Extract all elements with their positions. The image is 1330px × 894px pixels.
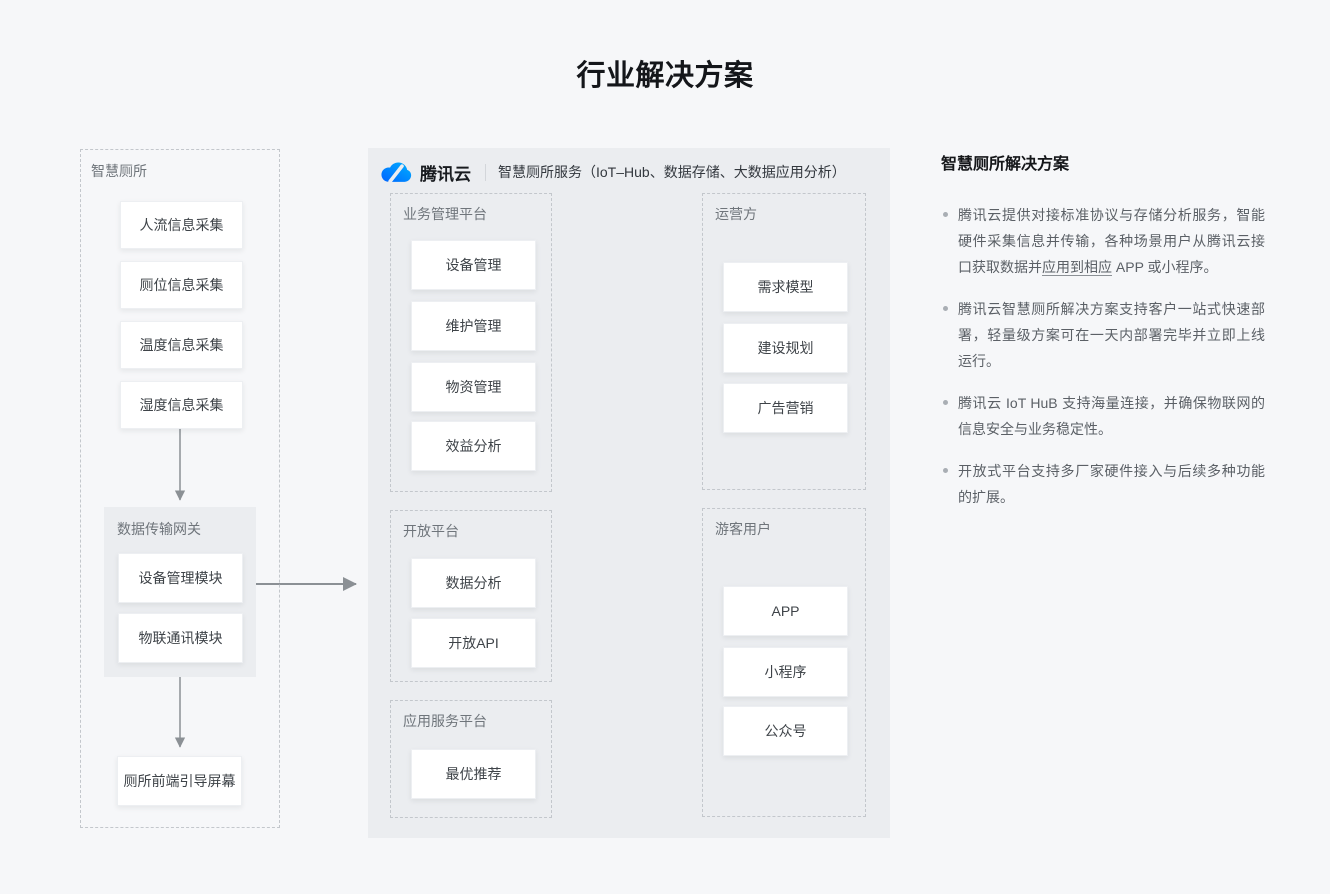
card-ad-marketing: 广告营销: [723, 383, 848, 433]
solution-bullet: 腾讯云智慧厕所解决方案支持客户一站式快速部署，轻量级方案可在一天内部署完毕并立即…: [941, 296, 1265, 374]
gateway-module-device-mgmt: 设备管理模块: [118, 553, 243, 603]
card-open-api: 开放API: [411, 618, 536, 668]
operator-group: 运营方 需求模型 建设规划 广告营销: [702, 193, 866, 490]
card-benefit-analysis: 效益分析: [411, 421, 536, 471]
data-gateway-box: 数据传输网关 设备管理模块 物联通讯模块: [104, 507, 256, 677]
bullet-icon: [943, 212, 948, 217]
bullet-icon: [943, 400, 948, 405]
card-official-account: 公众号: [723, 706, 848, 756]
brand-name: 腾讯云: [420, 164, 471, 184]
bullet-text-underlined: 应用到相应: [1042, 259, 1112, 275]
data-gateway-label: 数据传输网关: [117, 521, 201, 537]
solution-description: 智慧厕所解决方案 腾讯云提供对接标准协议与存储分析服务，智能硬件采集信息并传输，…: [941, 150, 1265, 526]
business-platform-group: 业务管理平台 设备管理 维护管理 物资管理 效益分析: [390, 193, 552, 492]
solution-bullet: 开放式平台支持多厂家硬件接入与后续多种功能的扩展。: [941, 458, 1265, 510]
smart-toilet-group: 智慧厕所 人流信息采集 厕位信息采集 温度信息采集 湿度信息采集 数据传输网关 …: [80, 149, 280, 828]
solution-bullet: 腾讯云 IoT HuB 支持海量连接，并确保物联网的信息安全与业务稳定性。: [941, 390, 1265, 442]
solution-bullet: 腾讯云提供对接标准协议与存储分析服务，智能硬件采集信息并传输，各种场景用户从腾讯…: [941, 202, 1265, 280]
bullet-text: 腾讯云提供对接标准协议与存储分析服务，智能硬件采集信息并传输，各种场景用户从腾讯…: [958, 207, 1265, 275]
card-maintenance-mgmt: 维护管理: [411, 301, 536, 351]
panel-header: 腾讯云 智慧厕所服务（IoT–Hub、数据存储、大数据应用分析）: [380, 158, 846, 186]
sensor-card-humidity: 湿度信息采集: [120, 381, 243, 429]
service-title: 智慧厕所服务（IoT–Hub、数据存储、大数据应用分析）: [498, 164, 846, 180]
solution-heading: 智慧厕所解决方案: [941, 156, 1070, 173]
visitor-group: 游客用户 APP 小程序 公众号: [702, 508, 866, 817]
operator-label: 运营方: [715, 206, 757, 222]
gateway-module-iot-comm: 物联通讯模块: [118, 613, 243, 663]
bullet-text: APP 或小程序。: [1112, 259, 1218, 275]
smart-toilet-label: 智慧厕所: [91, 163, 147, 179]
header-separator: [485, 163, 486, 181]
bullet-icon: [943, 306, 948, 311]
card-best-recommend: 最优推荐: [411, 749, 536, 799]
bullet-icon: [943, 468, 948, 473]
card-mini-program: 小程序: [723, 647, 848, 697]
card-app: APP: [723, 586, 848, 636]
solution-bullet-list: 腾讯云提供对接标准协议与存储分析服务，智能硬件采集信息并传输，各种场景用户从腾讯…: [941, 202, 1265, 510]
app-service-platform-group: 应用服务平台 最优推荐: [390, 700, 552, 818]
open-platform-label: 开放平台: [403, 523, 459, 539]
card-data-analysis: 数据分析: [411, 558, 536, 608]
bullet-text: 腾讯云智慧厕所解决方案支持客户一站式快速部署，轻量级方案可在一天内部署完毕并立即…: [958, 301, 1265, 369]
tencent-cloud-icon: [381, 161, 412, 183]
card-demand-model: 需求模型: [723, 262, 848, 312]
bullet-text: 腾讯云 IoT HuB 支持海量连接，并确保物联网的信息安全与业务稳定性。: [958, 395, 1265, 437]
app-service-platform-label: 应用服务平台: [403, 713, 487, 729]
bullet-text: 开放式平台支持多厂家硬件接入与后续多种功能的扩展。: [958, 463, 1265, 505]
visitor-label: 游客用户: [715, 521, 771, 537]
page-title: 行业解决方案: [576, 60, 754, 92]
sensor-card-people-flow: 人流信息采集: [120, 201, 243, 249]
card-construction-plan: 建设规划: [723, 323, 848, 373]
sensor-card-temperature: 温度信息采集: [120, 321, 243, 369]
cloud-service-panel: 腾讯云 智慧厕所服务（IoT–Hub、数据存储、大数据应用分析） 业务管理平台 …: [368, 148, 890, 838]
open-platform-group: 开放平台 数据分析 开放API: [390, 510, 552, 682]
card-material-mgmt: 物资管理: [411, 362, 536, 412]
front-screen-card: 厕所前端引导屏幕: [117, 756, 242, 806]
business-platform-label: 业务管理平台: [403, 206, 487, 222]
sensor-card-stall-info: 厕位信息采集: [120, 261, 243, 309]
card-device-mgmt: 设备管理: [411, 240, 536, 290]
